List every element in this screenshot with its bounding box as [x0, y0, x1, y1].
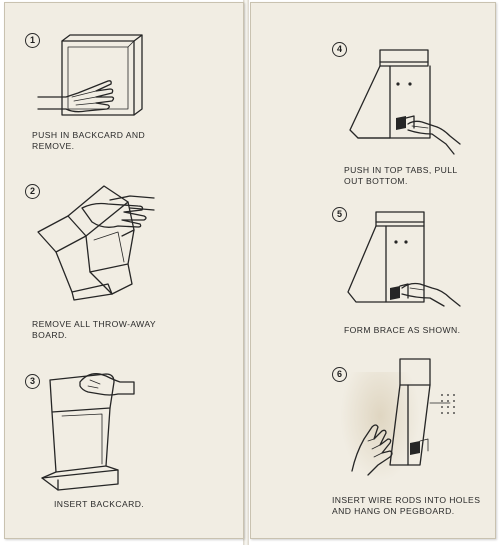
step-3-number: 3: [25, 374, 40, 389]
step-5-caption: FORM BRACE AS SHOWN.: [344, 325, 461, 335]
step-3-caption: INSERT BACKCARD.: [54, 499, 145, 509]
hand-icon: [351, 424, 393, 476]
step-5-number: 5: [332, 207, 347, 222]
fold-gutter: [243, 0, 249, 545]
step-2-illustration: [37, 185, 155, 301]
hand-icon: [401, 282, 461, 307]
step-6-number: 6: [332, 367, 347, 382]
step-3-illustration: [41, 373, 135, 491]
step-2-caption: REMOVE ALL THROW-AWAY BOARD.: [32, 319, 156, 340]
pegboard-dots: [441, 394, 455, 414]
step-1-number: 1: [25, 33, 40, 48]
step-6-caption: INSERT WIRE RODS INTO HOLES AND HANG ON …: [332, 495, 481, 516]
step-5-illustration: [347, 211, 461, 307]
step-4-number: 4: [332, 42, 347, 57]
instruction-panel-right: [250, 2, 496, 539]
hand-icon: [79, 373, 135, 396]
step-4-illustration: [349, 49, 461, 155]
step-1-illustration: [37, 34, 143, 116]
instruction-panel-left: [4, 2, 244, 539]
step-2-number: 2: [25, 184, 40, 199]
step-4-caption: PUSH IN TOP TABS, PULL OUT BOTTOM.: [344, 165, 458, 186]
hand-icon: [37, 80, 115, 113]
step-6-illustration: [351, 358, 455, 476]
hand-icon: [407, 120, 461, 155]
hand-icon: [81, 195, 155, 228]
step-1-caption: PUSH IN BACKCARD AND REMOVE.: [32, 130, 146, 151]
